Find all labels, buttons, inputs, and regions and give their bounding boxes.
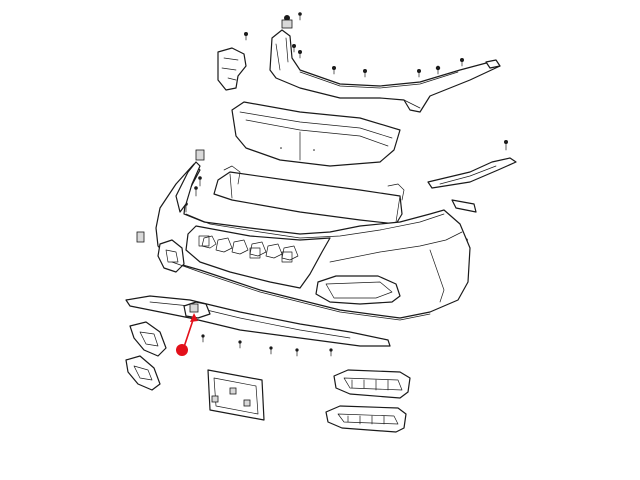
right-shield-strip [427, 157, 517, 189]
left-fog-bezel-upper [129, 321, 167, 357]
lower-fasteners [201, 334, 333, 357]
right-upper-pin [504, 140, 508, 151]
left-upper-bracket [217, 47, 247, 91]
energy-absorber [213, 165, 405, 225]
front-bumper-fascia [155, 163, 471, 321]
license-plate-bracket [207, 369, 265, 421]
upper-fasteners [244, 12, 501, 78]
left-fascia-bracket [175, 161, 201, 213]
right-fog-bezel-lower [325, 405, 407, 433]
right-fog-bezel-upper [333, 369, 411, 399]
lower-air-dam [125, 295, 391, 347]
upper-grille [231, 101, 401, 167]
highlight-marker[interactable] [176, 344, 188, 356]
upper-fascia-support [269, 29, 501, 113]
left-fog-bezel-lower [125, 355, 161, 391]
highlight-callout [176, 313, 198, 356]
